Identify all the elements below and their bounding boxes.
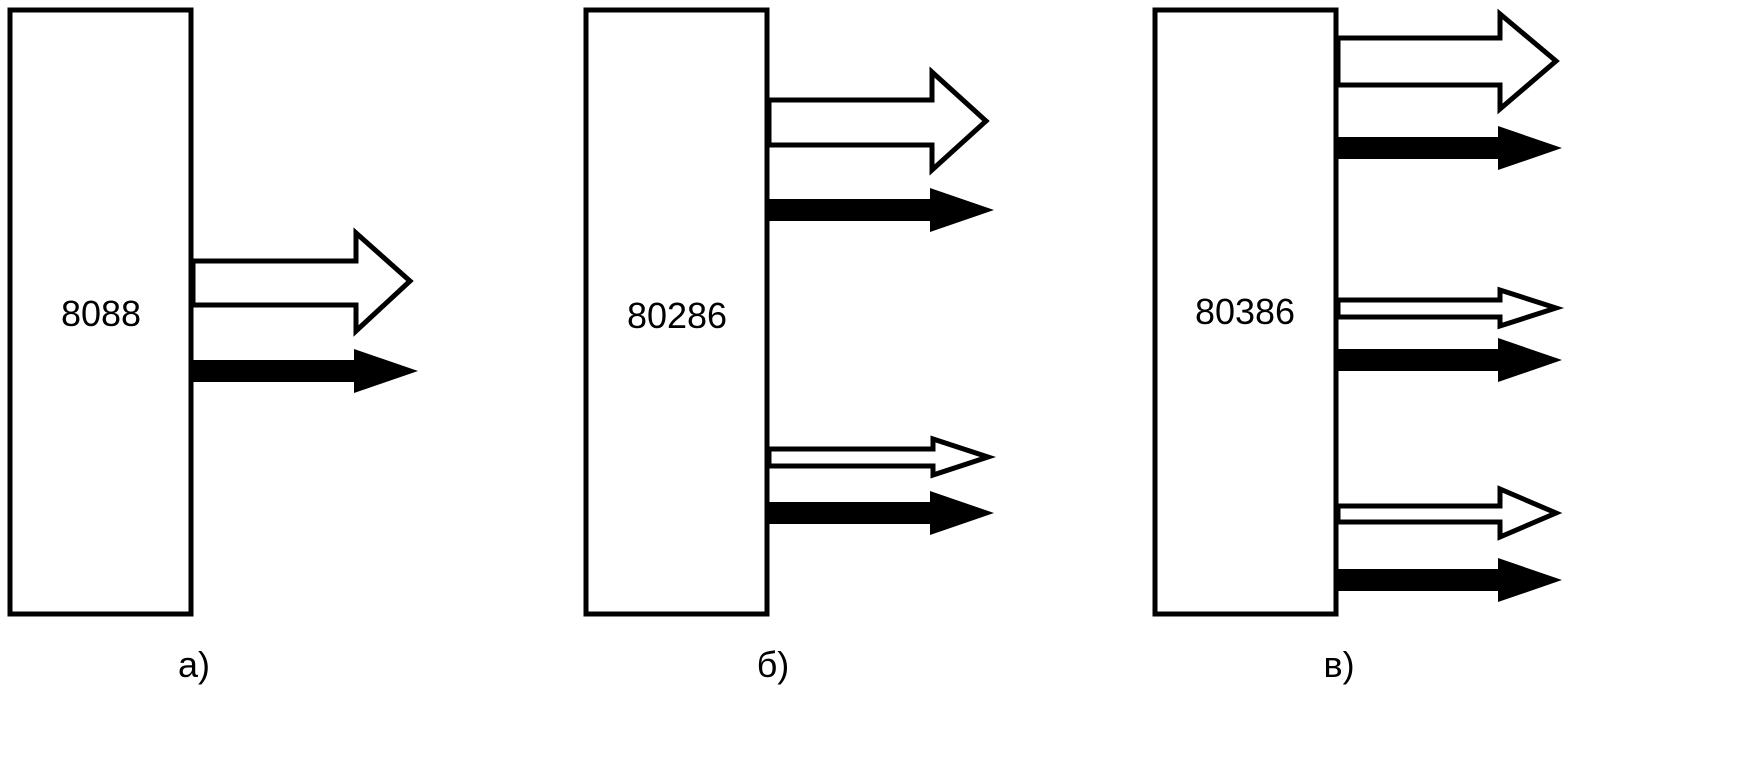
bus-arrow-hollow: [1335, 8, 1560, 115]
chip-label-80386: 80386: [1195, 291, 1295, 332]
bus-arrow-hollow-narrow: [1335, 485, 1563, 541]
panel-caption-v: в): [1323, 644, 1354, 685]
bus-arrow-solid: [193, 349, 418, 393]
panel-80386: 80386 в): [1152, 7, 1565, 685]
bus-arrow-solid: [769, 491, 994, 535]
bus-arrow-solid: [1338, 338, 1562, 382]
bus-arrow-hollow: [190, 227, 414, 337]
chip-box-80386: [1152, 7, 1339, 617]
bus-arrow-hollow: [766, 66, 990, 176]
bus-arrow-solid: [1338, 558, 1562, 602]
panel-80286: 80286 б): [583, 7, 997, 685]
panel-caption-b: б): [757, 644, 790, 685]
panel-caption-a: а): [178, 644, 210, 685]
panel-8088: 8088 а): [7, 7, 418, 685]
bus-arrow-hollow-narrow: [766, 435, 997, 479]
bus-arrow-solid: [1338, 126, 1562, 170]
chip-box-8088: [7, 7, 194, 617]
chip-label-8088: 8088: [61, 293, 141, 334]
bus-arrow-solid: [769, 188, 994, 232]
chip-label-80286: 80286: [627, 295, 727, 336]
bus-arrow-hollow-narrow: [1335, 286, 1565, 330]
cpu-bus-diagram: 8088 а) 80286 б) 80386 в): [7, 7, 1565, 685]
chip-box-80286: [583, 7, 770, 617]
